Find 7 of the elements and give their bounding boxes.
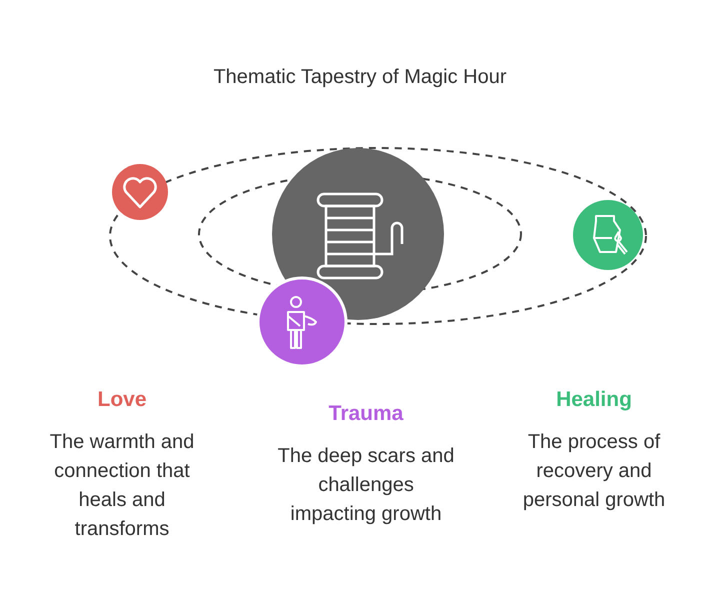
theme-heading: Healing xyxy=(556,387,632,413)
diagram-title: Thematic Tapestry of Magic Hour xyxy=(212,65,508,90)
theme-description: The deep scars and challenges impacting growth xyxy=(276,444,456,527)
theme-heading: Love xyxy=(98,387,146,413)
theme-description: The warmth and connection that heals and transforms xyxy=(48,430,196,542)
theme-heading: Trauma xyxy=(328,401,404,427)
theme-description: The process of recovery and personal growth xyxy=(522,430,666,513)
